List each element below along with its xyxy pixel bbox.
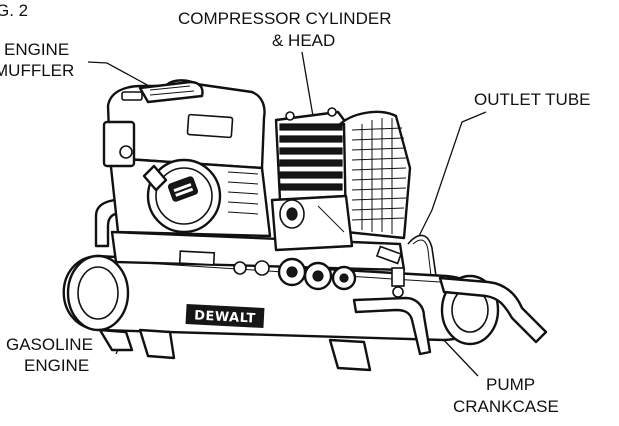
cylinder-label-line1: COMPRESSOR CYLINDER	[178, 9, 391, 28]
tank-feet	[98, 328, 372, 372]
pump-crankcase-label-line2: CRANKCASE	[453, 397, 559, 416]
gasoline-engine-label-line2: ENGINE	[24, 356, 89, 375]
belt-guard	[336, 110, 412, 240]
figure-label: G. 2	[0, 1, 28, 20]
gasoline-engine-label-line1: GASOLINE	[6, 335, 93, 354]
pump-crankcase	[270, 194, 354, 252]
outlet-tube-label: OUTLET TUBE	[474, 90, 591, 109]
gauges	[233, 257, 357, 291]
muffler-label-line2: MUFFLER	[0, 61, 74, 80]
brand-decal-text: DEWALT	[194, 308, 256, 326]
outlet-tube	[407, 234, 437, 277]
compressor-cylinder-head	[274, 107, 348, 202]
fittings	[375, 245, 405, 298]
gasoline-engine	[102, 79, 272, 238]
muffler-label-line1: ENGINE	[4, 40, 69, 59]
front-handle	[352, 296, 432, 356]
cylinder-label-line2: & HEAD	[272, 31, 335, 50]
right-handle	[438, 276, 548, 344]
air-tank	[62, 254, 500, 346]
pump-crankcase-label-line1: PUMP	[486, 375, 535, 394]
brand-decal: DEWALT	[185, 303, 265, 329]
cooling-fins	[279, 123, 343, 191]
